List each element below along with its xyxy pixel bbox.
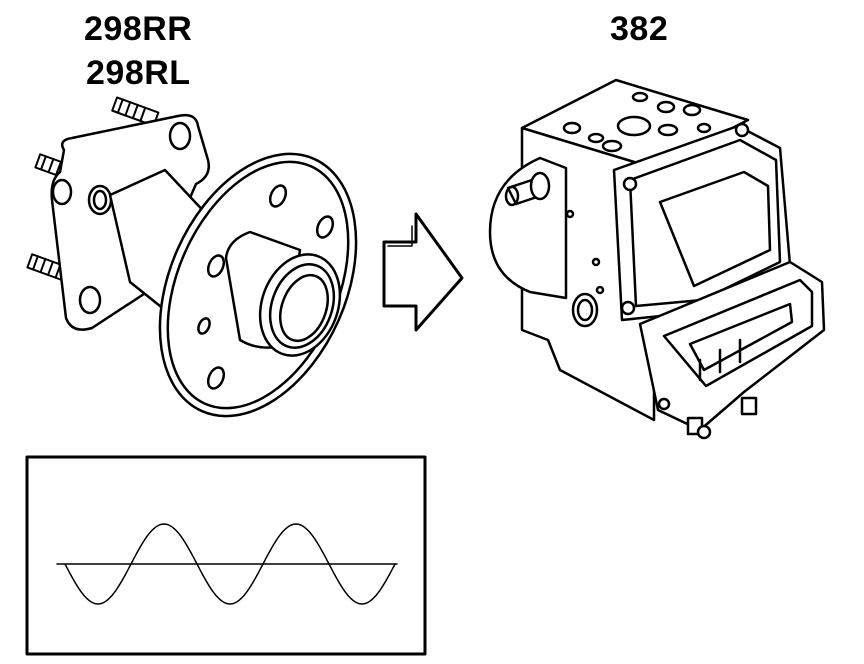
ecu-connector: [638, 260, 826, 432]
label-382: 382: [610, 10, 669, 48]
label-298rr: 298RR: [84, 10, 193, 48]
hydraulic-fitting: [504, 171, 551, 207]
hub-center-boss: [224, 230, 342, 357]
abs-modulator: [488, 78, 826, 440]
sine-wave: [64, 523, 396, 605]
signal-frame: [25, 455, 427, 656]
flow-arrow: [382, 212, 464, 332]
signal-panel: [25, 455, 427, 656]
wheel-hub: [26, 96, 358, 418]
label-298rl: 298RL: [86, 54, 191, 92]
pump-motor: [488, 156, 568, 300]
